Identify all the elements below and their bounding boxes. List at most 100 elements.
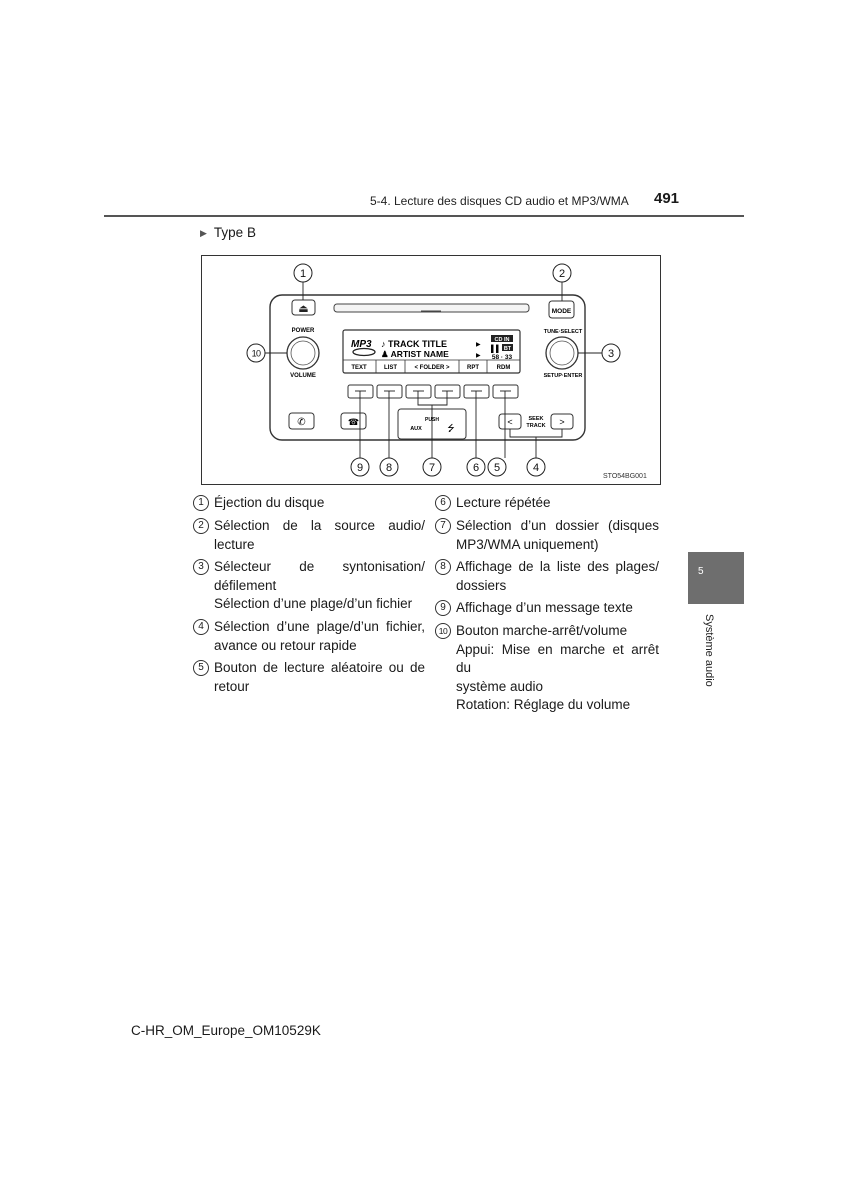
callout-4-label: 4 bbox=[533, 462, 539, 474]
callout-7 bbox=[422, 457, 442, 477]
callout-9-label: 9 bbox=[357, 462, 363, 474]
seek-next-icon: > bbox=[559, 417, 564, 427]
item-text: MP3/WMA uniquement) bbox=[456, 536, 599, 552]
signal-icon: ▌▌ bbox=[491, 344, 501, 354]
phone-pickup-icon: ✆ bbox=[297, 417, 305, 428]
softkey-folder: < FOLDER > bbox=[414, 365, 450, 371]
item-number: 5 bbox=[193, 660, 209, 676]
item-number: 10 bbox=[435, 623, 451, 639]
display-format: MP3 bbox=[351, 339, 372, 350]
item-text: Sélecteur de syntonisation/ bbox=[214, 559, 425, 574]
usb-icon: ⭍ bbox=[447, 423, 455, 433]
volume-knob[interactable] bbox=[286, 336, 320, 370]
item-text: Éjection du disque bbox=[214, 495, 325, 510]
item-number: 8 bbox=[435, 559, 451, 575]
callout-1 bbox=[293, 263, 313, 283]
leader-lines bbox=[265, 282, 602, 458]
item-text: Sélection de la source audio/ bbox=[214, 518, 425, 533]
display-arrow-2: ▶ bbox=[476, 353, 481, 359]
display-bt: BT bbox=[504, 346, 512, 352]
phone-pickup-button[interactable] bbox=[288, 412, 315, 430]
callout-9 bbox=[350, 457, 370, 477]
callout-2 bbox=[552, 263, 572, 283]
display-arrow-1: ▶ bbox=[476, 342, 481, 348]
callout-2-label: 2 bbox=[559, 268, 565, 280]
eject-icon: ⏏ bbox=[298, 303, 308, 315]
item-text: Bouton de lecture aléatoire ou de bbox=[214, 660, 425, 675]
item-text: Sélection d’une plage/d’un fichier bbox=[214, 596, 413, 611]
mode-button[interactable] bbox=[548, 300, 575, 319]
item-text: retour bbox=[214, 678, 250, 694]
item-number: 7 bbox=[435, 518, 451, 534]
tune-knob[interactable] bbox=[545, 336, 579, 370]
power-label: POWER bbox=[292, 328, 315, 334]
item-text: Affichage d’un message texte bbox=[456, 600, 633, 615]
callout-5 bbox=[487, 457, 507, 477]
item-text: avance ou retour rapide bbox=[214, 637, 357, 653]
callout-3 bbox=[601, 343, 621, 363]
tune-select-label: TUNE·SELECT bbox=[544, 329, 583, 335]
chapter-number: 5 bbox=[698, 566, 704, 577]
item-text: Bouton marche-arrêt/volume bbox=[456, 623, 628, 638]
figure-code: STO54BG001 bbox=[603, 473, 647, 480]
bt-badge bbox=[502, 344, 513, 351]
preset-buttons bbox=[347, 384, 519, 399]
callout-6 bbox=[466, 457, 486, 477]
display-artist: ♟ ARTIST NAME bbox=[381, 349, 449, 359]
callout-8-label: 8 bbox=[386, 462, 392, 474]
type-label-text: Type B bbox=[213, 225, 256, 240]
item-text: Appui: Mise en marche et arrêt du bbox=[456, 641, 659, 676]
chapter-title: Système audio bbox=[703, 614, 715, 687]
item-text: lecture bbox=[214, 536, 255, 552]
item-text: Sélection d’un dossier (disques bbox=[456, 518, 659, 533]
callout-4 bbox=[526, 457, 546, 477]
item-text: système audio bbox=[456, 678, 544, 694]
chapter-tab bbox=[688, 552, 744, 604]
item-number: 1 bbox=[193, 495, 209, 511]
item-number: 9 bbox=[435, 600, 451, 616]
cd-slot bbox=[333, 303, 530, 313]
type-label: ▶ Type B bbox=[200, 225, 256, 240]
callout-6-label: 6 bbox=[473, 462, 479, 474]
volume-knob-inner bbox=[290, 340, 316, 366]
callout-10-label: 10 bbox=[252, 349, 261, 359]
item-number: 6 bbox=[435, 495, 451, 511]
audio-panel-diagram: ⏏ MODE POWER VOLUME TUNE·SELECT SETUP·EN… bbox=[246, 263, 621, 477]
aux-label: AUX bbox=[410, 426, 422, 432]
item-text: Rotation: Réglage du volume bbox=[456, 697, 631, 712]
callout-1-label: 1 bbox=[300, 268, 306, 280]
running-header: 5-4. Lecture des disques CD audio et MP3… bbox=[370, 194, 629, 208]
callout-8 bbox=[379, 457, 399, 477]
callout-7-label: 7 bbox=[429, 462, 435, 474]
eject-button[interactable] bbox=[291, 299, 316, 316]
seek-prev-icon: < bbox=[507, 417, 512, 427]
item-number: 2 bbox=[193, 518, 209, 534]
mode-label: MODE bbox=[552, 308, 572, 315]
display-time: 58 · 33 bbox=[492, 354, 513, 361]
disc-icon bbox=[352, 347, 376, 357]
callout-10 bbox=[246, 343, 266, 363]
display-track: ♪ TRACK TITLE bbox=[381, 339, 447, 349]
item-text: Lecture répétée bbox=[456, 495, 551, 510]
callout-3-label: 3 bbox=[608, 348, 614, 360]
volume-label: VOLUME bbox=[290, 373, 316, 379]
item-number: 3 bbox=[193, 559, 209, 575]
softkey-rpt: RPT bbox=[467, 365, 479, 371]
softkey-list: LIST bbox=[384, 365, 397, 371]
document-footer: C-HR_OM_Europe_OM10529K bbox=[131, 1023, 321, 1038]
page-number: 491 bbox=[654, 190, 680, 207]
softkey-text: TEXT bbox=[351, 365, 367, 371]
setup-enter-label: SETUP·ENTER bbox=[544, 373, 583, 379]
phone-hangup-icon: ☎ bbox=[348, 417, 359, 427]
item-text: Affichage de la liste des plages/ bbox=[456, 559, 659, 574]
callout-5-label: 5 bbox=[494, 462, 500, 474]
triangle-bullet-icon: ▶ bbox=[200, 228, 207, 238]
header-rule bbox=[104, 215, 744, 217]
callout-circles bbox=[246, 263, 621, 477]
item-text: dossiers bbox=[456, 577, 507, 593]
item-text: Sélection d’une plage/d’un fichier, bbox=[214, 619, 425, 634]
item-text: défilement bbox=[214, 577, 277, 593]
softkey-rdm: RDM bbox=[497, 365, 511, 371]
display-cd-in: CD IN bbox=[495, 337, 510, 343]
display-screen bbox=[342, 329, 521, 374]
